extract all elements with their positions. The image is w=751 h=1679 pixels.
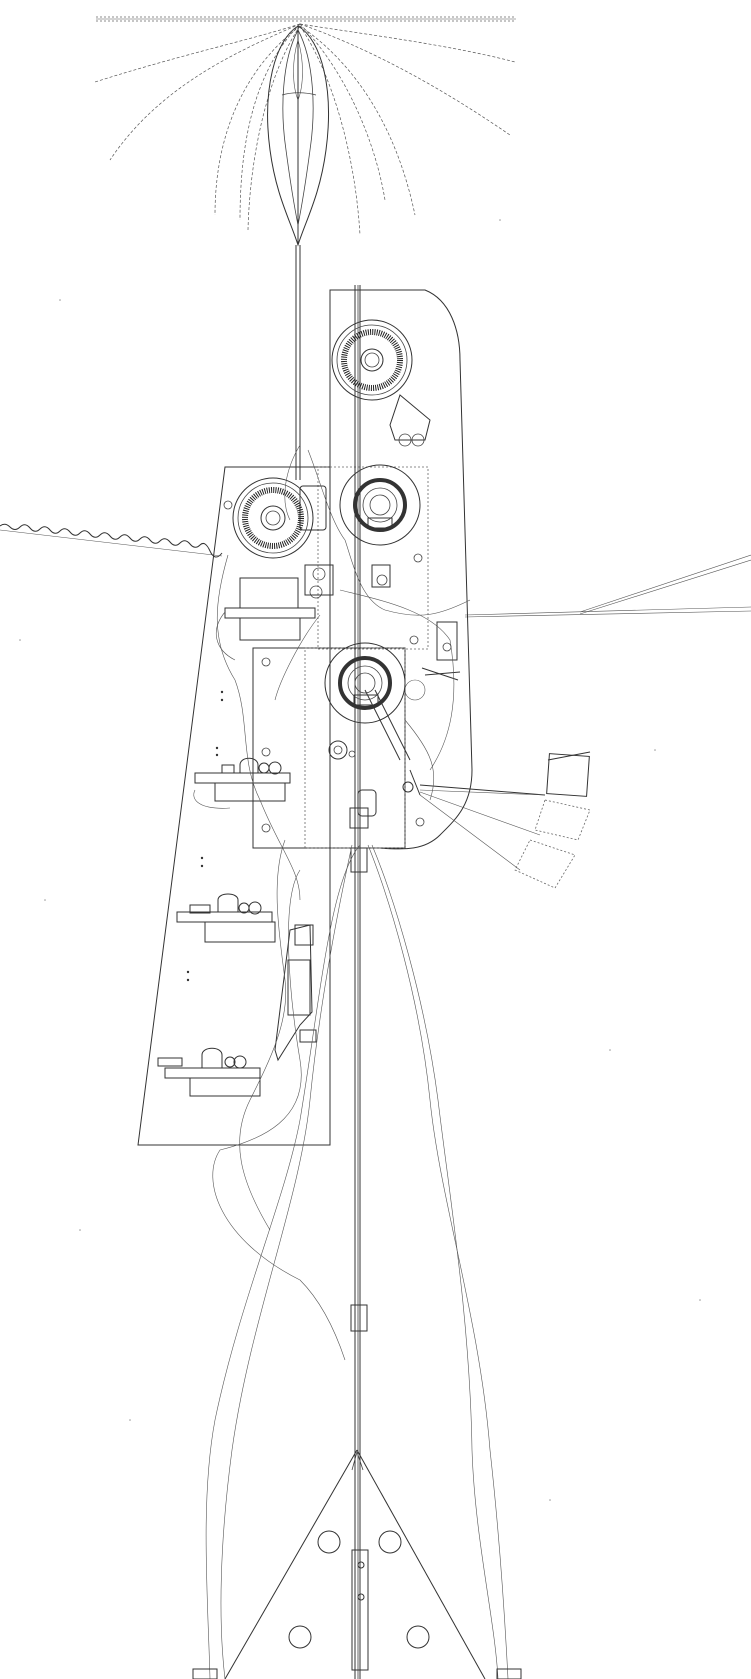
background-speckles	[19, 219, 701, 1501]
bud-sensor	[267, 25, 329, 247]
top-dashed-bar	[96, 16, 516, 22]
screw-holes	[223, 500, 425, 833]
circuit-board-2	[193, 757, 291, 809]
right-mounting-plate	[329, 289, 473, 850]
right-wires	[464, 554, 751, 618]
top-sensor-assembly	[94, 16, 516, 480]
wire-bundle	[205, 444, 509, 1679]
circuit-board-top	[216, 577, 316, 661]
left-mounting-board	[137, 466, 331, 1146]
board-dots	[186, 690, 224, 982]
wheel-lower	[324, 642, 411, 761]
battery-holder	[274, 924, 317, 1062]
hanging-rod	[295, 245, 301, 480]
circuit-board-3	[176, 893, 276, 943]
left-twisted-cable	[0, 523, 223, 558]
spool-left	[232, 477, 327, 559]
wheel-upper	[339, 464, 421, 588]
spool-top	[331, 319, 413, 401]
dashed-tendrils	[94, 23, 516, 236]
circuit-board-4	[157, 1047, 261, 1097]
paper-flags	[419, 751, 591, 889]
small-mechanisms	[304, 394, 461, 829]
base-tripod	[192, 1449, 522, 1679]
